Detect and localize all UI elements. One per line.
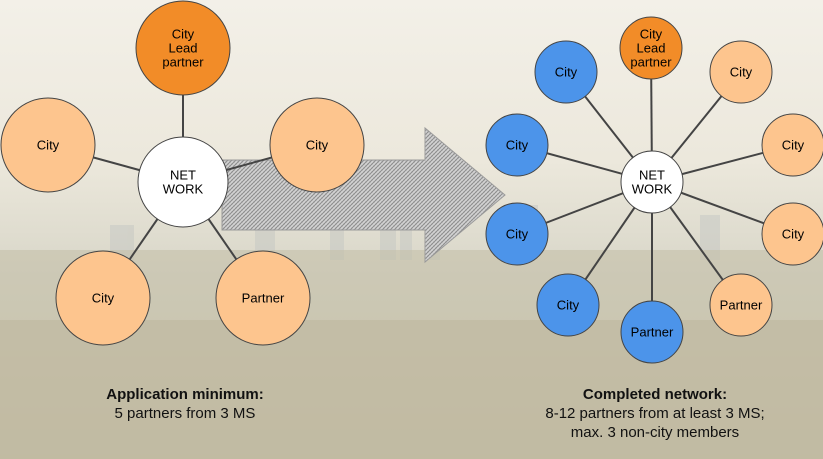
city-node: [485, 202, 549, 266]
partner-node-label: Partner: [631, 325, 674, 340]
city-node-label: City: [557, 298, 580, 313]
lead-partner-node: [135, 0, 231, 96]
lead-partner-node-label: partner: [162, 55, 204, 70]
city-node-label: City: [782, 227, 805, 242]
lead-partner-node-label: Lead: [169, 41, 198, 56]
network-hub: [620, 150, 684, 214]
city-node: [761, 202, 823, 266]
partner-node-label: Partner: [242, 291, 285, 306]
lead-partner-node-label: City: [172, 27, 195, 42]
right-caption-title: Completed network:: [582, 386, 728, 403]
lead-partner-node-label: City: [640, 27, 663, 42]
city-node: [0, 97, 96, 193]
network-hub-label: NET: [170, 168, 196, 183]
city-node: [761, 113, 823, 177]
lead-partner-node: [619, 16, 683, 80]
city-node-label: City: [782, 138, 805, 153]
right-caption-line-1: 8-12 partners from at least 3 MS;: [545, 405, 765, 422]
left-caption: Application minimum: 5 partners from 3 M…: [40, 385, 330, 423]
city-node: [536, 273, 600, 337]
left-caption-title: Application minimum:: [106, 386, 264, 403]
city-node-label: City: [730, 65, 753, 80]
city-node-label: City: [555, 65, 578, 80]
city-node-label: City: [306, 138, 329, 153]
lead-partner-node-label: partner: [630, 55, 672, 70]
city-node: [55, 250, 151, 346]
left-caption-line: 5 partners from 3 MS: [114, 405, 256, 422]
lead-partner-node-label: Lead: [637, 41, 666, 56]
network-hub-label: NET: [639, 168, 665, 183]
partner-node: [215, 250, 311, 346]
network-hub-label: WORK: [163, 182, 204, 197]
network-hub-label: WORK: [632, 182, 673, 197]
city-node: [534, 40, 598, 104]
right-caption-line-2: max. 3 non-city members: [570, 424, 740, 441]
partner-node: [620, 300, 684, 364]
network-hub: [137, 136, 229, 228]
application-minimum-network: CityLeadpartnerCityPartnerCityCityNETWOR…: [0, 0, 365, 346]
city-node: [485, 113, 549, 177]
city-node-label: City: [506, 227, 529, 242]
partner-node-label: Partner: [720, 298, 763, 313]
city-node-label: City: [506, 138, 529, 153]
right-caption: Completed network: 8-12 partners from at…: [490, 385, 820, 442]
city-node-label: City: [37, 138, 60, 153]
city-node-label: City: [92, 291, 115, 306]
city-node: [269, 97, 365, 193]
completed-network: CityLeadpartnerCityCityCityPartnerPartne…: [485, 16, 823, 364]
city-node: [709, 40, 773, 104]
partner-node: [709, 273, 773, 337]
